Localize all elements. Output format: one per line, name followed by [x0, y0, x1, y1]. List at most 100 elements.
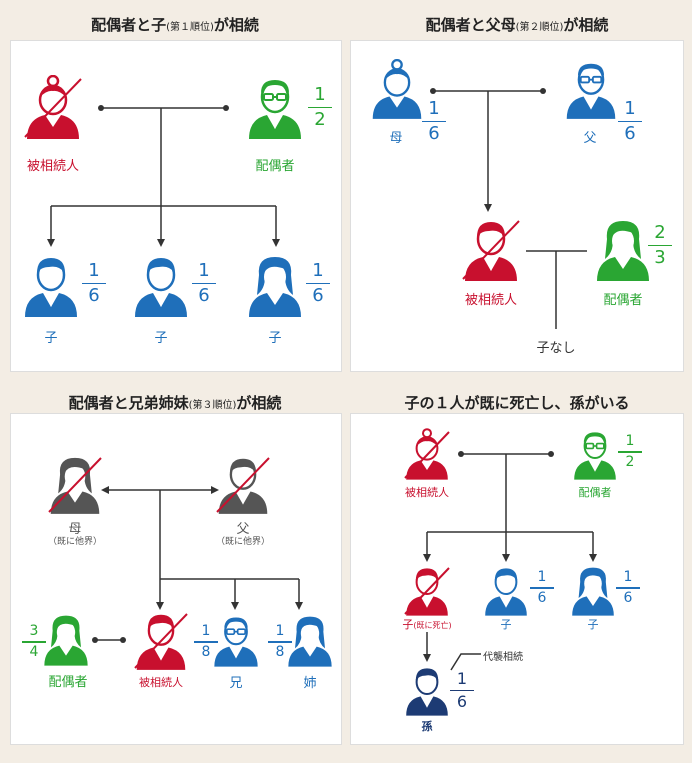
father-3-icon — [216, 457, 270, 514]
child-4b-share-den: 6 — [537, 589, 547, 606]
panel-3-title-main: 配偶者と兄弟姉妹 — [68, 394, 189, 412]
father-icon — [563, 59, 619, 119]
sister-share-den: 8 — [275, 643, 285, 660]
child-3-share-num: 1 — [312, 260, 324, 281]
spouse-3-label: 配偶者 — [48, 675, 88, 690]
child-4b-label: 子 — [500, 618, 512, 631]
child-4c-share-num: 1 — [623, 569, 633, 585]
father-share-den: 6 — [624, 123, 636, 145]
decedent-4-label: 被相続人 — [405, 486, 449, 499]
brother-icon — [211, 612, 261, 668]
panel-4-title: 子の１人が既に死亡し、孫がいる — [347, 392, 687, 413]
child-2-share-num: 1 — [198, 260, 210, 281]
child-4c-icon — [569, 564, 617, 616]
child-4b-share-num: 1 — [537, 569, 547, 585]
spouse-3-share-den: 4 — [29, 643, 39, 660]
panel-1-lines — [47, 105, 280, 247]
brother-label: 兄 — [229, 676, 243, 691]
spouse-4-share-den: 2 — [625, 453, 635, 470]
dead-child-note: (既に死亡) — [413, 621, 452, 630]
spouse-3-share-num: 3 — [29, 623, 39, 639]
child-2-label: 子 — [154, 331, 168, 346]
brother-share-den: 8 — [201, 643, 211, 660]
spouse-2-icon — [593, 217, 653, 281]
panel-1-title-main: 配偶者と子 — [91, 16, 167, 34]
spouse-2-share-num: 2 — [654, 222, 666, 243]
spouse-3-icon — [41, 612, 91, 666]
child-3-label: 子 — [268, 331, 282, 346]
mother-share-den: 6 — [428, 123, 440, 145]
panel-2-title-rank: (第２順位) — [515, 22, 564, 33]
child-1-share-num: 1 — [88, 260, 100, 281]
dead-child-name: 子 — [402, 618, 414, 631]
brother-share-num: 1 — [201, 623, 211, 639]
panel-1-title-rank: (第１順位) — [166, 22, 214, 33]
mother-share-num: 1 — [428, 98, 440, 119]
spouse-label: 配偶者 — [255, 159, 295, 174]
spouse-icon — [245, 75, 305, 139]
panel-3-lines — [92, 486, 303, 643]
sister-share-num: 1 — [275, 623, 285, 639]
child-2-share-den: 6 — [198, 285, 210, 307]
spouse-4-icon — [571, 428, 619, 480]
sister-label: 姉 — [303, 676, 317, 691]
decedent-3-label: 被相続人 — [139, 676, 183, 689]
decedent-icon — [24, 75, 82, 139]
decedent-2-icon — [462, 220, 520, 281]
panel-2-title-tail: が相続 — [563, 16, 609, 34]
spouse-share-den: 2 — [314, 109, 326, 131]
child-4c-label: 子 — [587, 618, 599, 631]
panel-4-lines — [423, 451, 597, 671]
mother-3-note: （既に他界） — [47, 537, 102, 547]
child-1-label: 子 — [44, 331, 58, 346]
no-child-label: 子なし — [536, 341, 576, 356]
father-3-note: （既に他界） — [215, 537, 270, 547]
child-1-icon — [21, 253, 81, 317]
panel-3-title-tail: が相続 — [236, 394, 282, 412]
child-3-share-den: 6 — [312, 285, 324, 307]
spouse-4-label: 配偶者 — [578, 486, 612, 499]
child-4c-share-den: 6 — [623, 589, 633, 606]
decedent-2-label: 被相続人 — [464, 293, 517, 308]
panel-3-title: 配偶者と兄弟姉妹(第３順位)が相続 — [5, 392, 345, 413]
dead-child-label: 子(既に死亡) — [387, 616, 467, 632]
panel-1-title-tail: が相続 — [213, 16, 259, 34]
mother-3-icon — [48, 457, 102, 514]
panel-2-title: 配偶者と父母(第２順位)が相続 — [347, 14, 687, 35]
panel-4-title-main: 子の１人が既に死亡し、孫がいる — [404, 394, 630, 412]
child-2-icon — [131, 253, 191, 317]
spouse-4-share-num: 1 — [625, 433, 635, 449]
father-share-num: 1 — [624, 98, 636, 119]
panel-2-title-main: 配偶者と父母 — [425, 16, 516, 34]
decedent-label: 被相続人 — [26, 159, 79, 174]
sister-icon — [285, 612, 335, 668]
grandchild-share-den: 6 — [456, 692, 468, 712]
father-label: 父 — [583, 131, 597, 146]
mother-3-label: 母 — [68, 522, 82, 537]
panel-3-title-rank: (第３順位) — [188, 400, 237, 411]
mother-label: 母 — [389, 131, 403, 146]
dead-child-icon — [404, 564, 450, 616]
decedent-4-icon — [404, 428, 450, 480]
decedent-3-icon — [134, 613, 188, 670]
mother-icon — [369, 59, 425, 119]
spouse-2-label: 配偶者 — [603, 293, 643, 308]
